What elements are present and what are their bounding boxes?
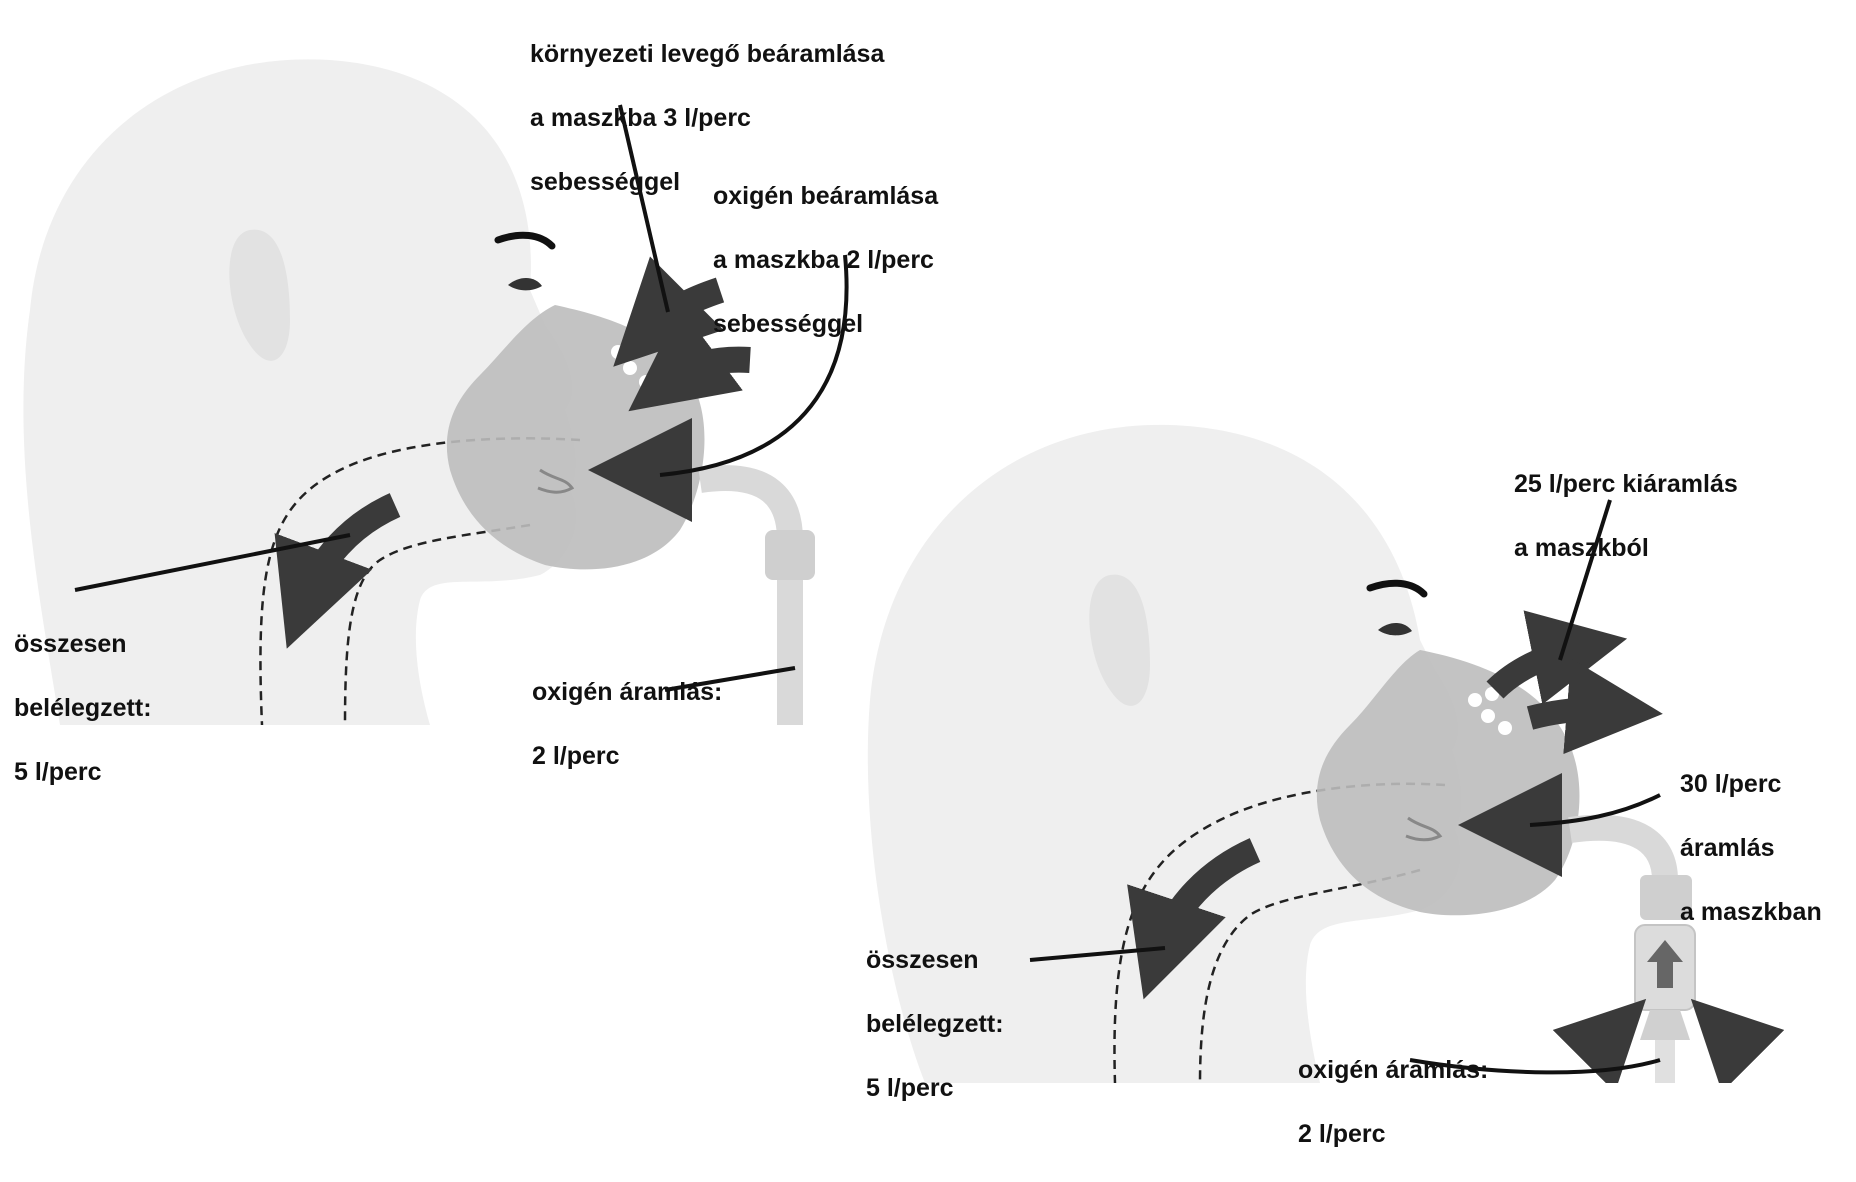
air-entrainment-arrow-icon [1595, 1030, 1615, 1050]
mask-vent-hole [639, 375, 653, 389]
air-entrainment-arrow-icon [1722, 1030, 1742, 1050]
oxygen-tube-icon [1570, 828, 1665, 880]
mask-vent-hole [629, 339, 643, 353]
oxygen-flow-label: oxigén áramlás: 2 l/perc [532, 644, 722, 804]
mask-vent-hole [611, 345, 625, 359]
total-inhaled-label: összesen belélegzett: 5 l/perc [866, 912, 1004, 1136]
outflow-arrow-icon [1495, 648, 1580, 690]
oxygen-inflow-label: oxigén beáramlása a maszkba 2 l/perc seb… [713, 148, 938, 372]
tube-connector-icon [765, 530, 815, 580]
mask-flow-label: 30 l/perc áramlás a maszkban [1680, 736, 1822, 960]
mask-vent-hole [1498, 721, 1512, 735]
room-air-arrow-icon [650, 290, 720, 330]
mask-vent-hole [1481, 709, 1495, 723]
valve-nozzle-icon [1640, 1010, 1690, 1040]
outflow-label: 25 l/perc kiáramlás a maszkból [1514, 436, 1738, 596]
outflow-arrow-icon [1530, 709, 1615, 718]
total-inhaled-label: összesen belélegzett: 5 l/perc [14, 596, 152, 820]
oxygen-flow-label: oxigén áramlás: 2 l/perc [1298, 1022, 1488, 1182]
mask-vent-hole [1468, 693, 1482, 707]
mask-vent-hole [623, 361, 637, 375]
